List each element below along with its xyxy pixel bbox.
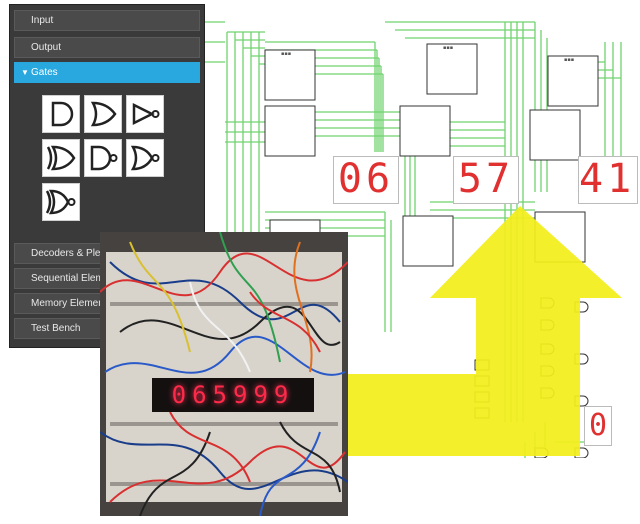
seven-segment-display: 06 (333, 156, 399, 204)
display-value: 06 (337, 156, 395, 202)
ic-label: ▪▪▪ (443, 45, 453, 51)
nand-gate-icon[interactable] (84, 139, 122, 177)
gates-grid (14, 89, 200, 239)
seven-segment-display: 0 (584, 406, 612, 446)
xnor-gate-icon[interactable] (42, 183, 80, 221)
xor-gate-icon[interactable] (42, 139, 80, 177)
nor-gate-icon[interactable] (126, 139, 164, 177)
seven-segment-display: 57 (453, 156, 519, 204)
ic-chips (264, 43, 599, 271)
led-readout-value: 065999 (171, 381, 295, 409)
led-seven-segment-readout: 065999 (152, 378, 314, 412)
ic-label: ▪▪▪ (564, 57, 574, 63)
menu-decoders-label: Decoders & Plexers (31, 248, 120, 259)
display-value: 0 (588, 408, 608, 443)
ic-label: ▪▪▪ (281, 51, 291, 57)
up-arrow-overlay (348, 206, 622, 456)
or-gate-icon[interactable] (84, 95, 122, 133)
display-value: 57 (457, 156, 515, 202)
and-gate-icon[interactable] (42, 95, 80, 133)
component-palette: Input Output ▼ Gates Decoders & Plexers (9, 4, 205, 348)
menu-output-label: Output (31, 42, 62, 53)
breadboard-photo: 065999 (100, 232, 348, 516)
caret-down-icon: ▼ (21, 68, 29, 77)
menu-input-label: Input (31, 15, 54, 26)
menu-gates-label: Gates (31, 67, 58, 78)
menu-input[interactable]: Input (14, 10, 200, 31)
menu-memory-label: Memory Elements (31, 298, 112, 309)
menu-output[interactable]: Output (14, 37, 200, 58)
menu-testbench-label: Test Bench (31, 323, 81, 334)
not-gate-icon[interactable] (126, 95, 164, 133)
breadboard-wires (100, 232, 348, 516)
display-value: 41 (579, 156, 636, 202)
seven-segment-display: 41 (578, 156, 638, 204)
menu-gates[interactable]: ▼ Gates (14, 62, 200, 83)
menu-sequential-label: Sequential Elements (31, 273, 123, 284)
